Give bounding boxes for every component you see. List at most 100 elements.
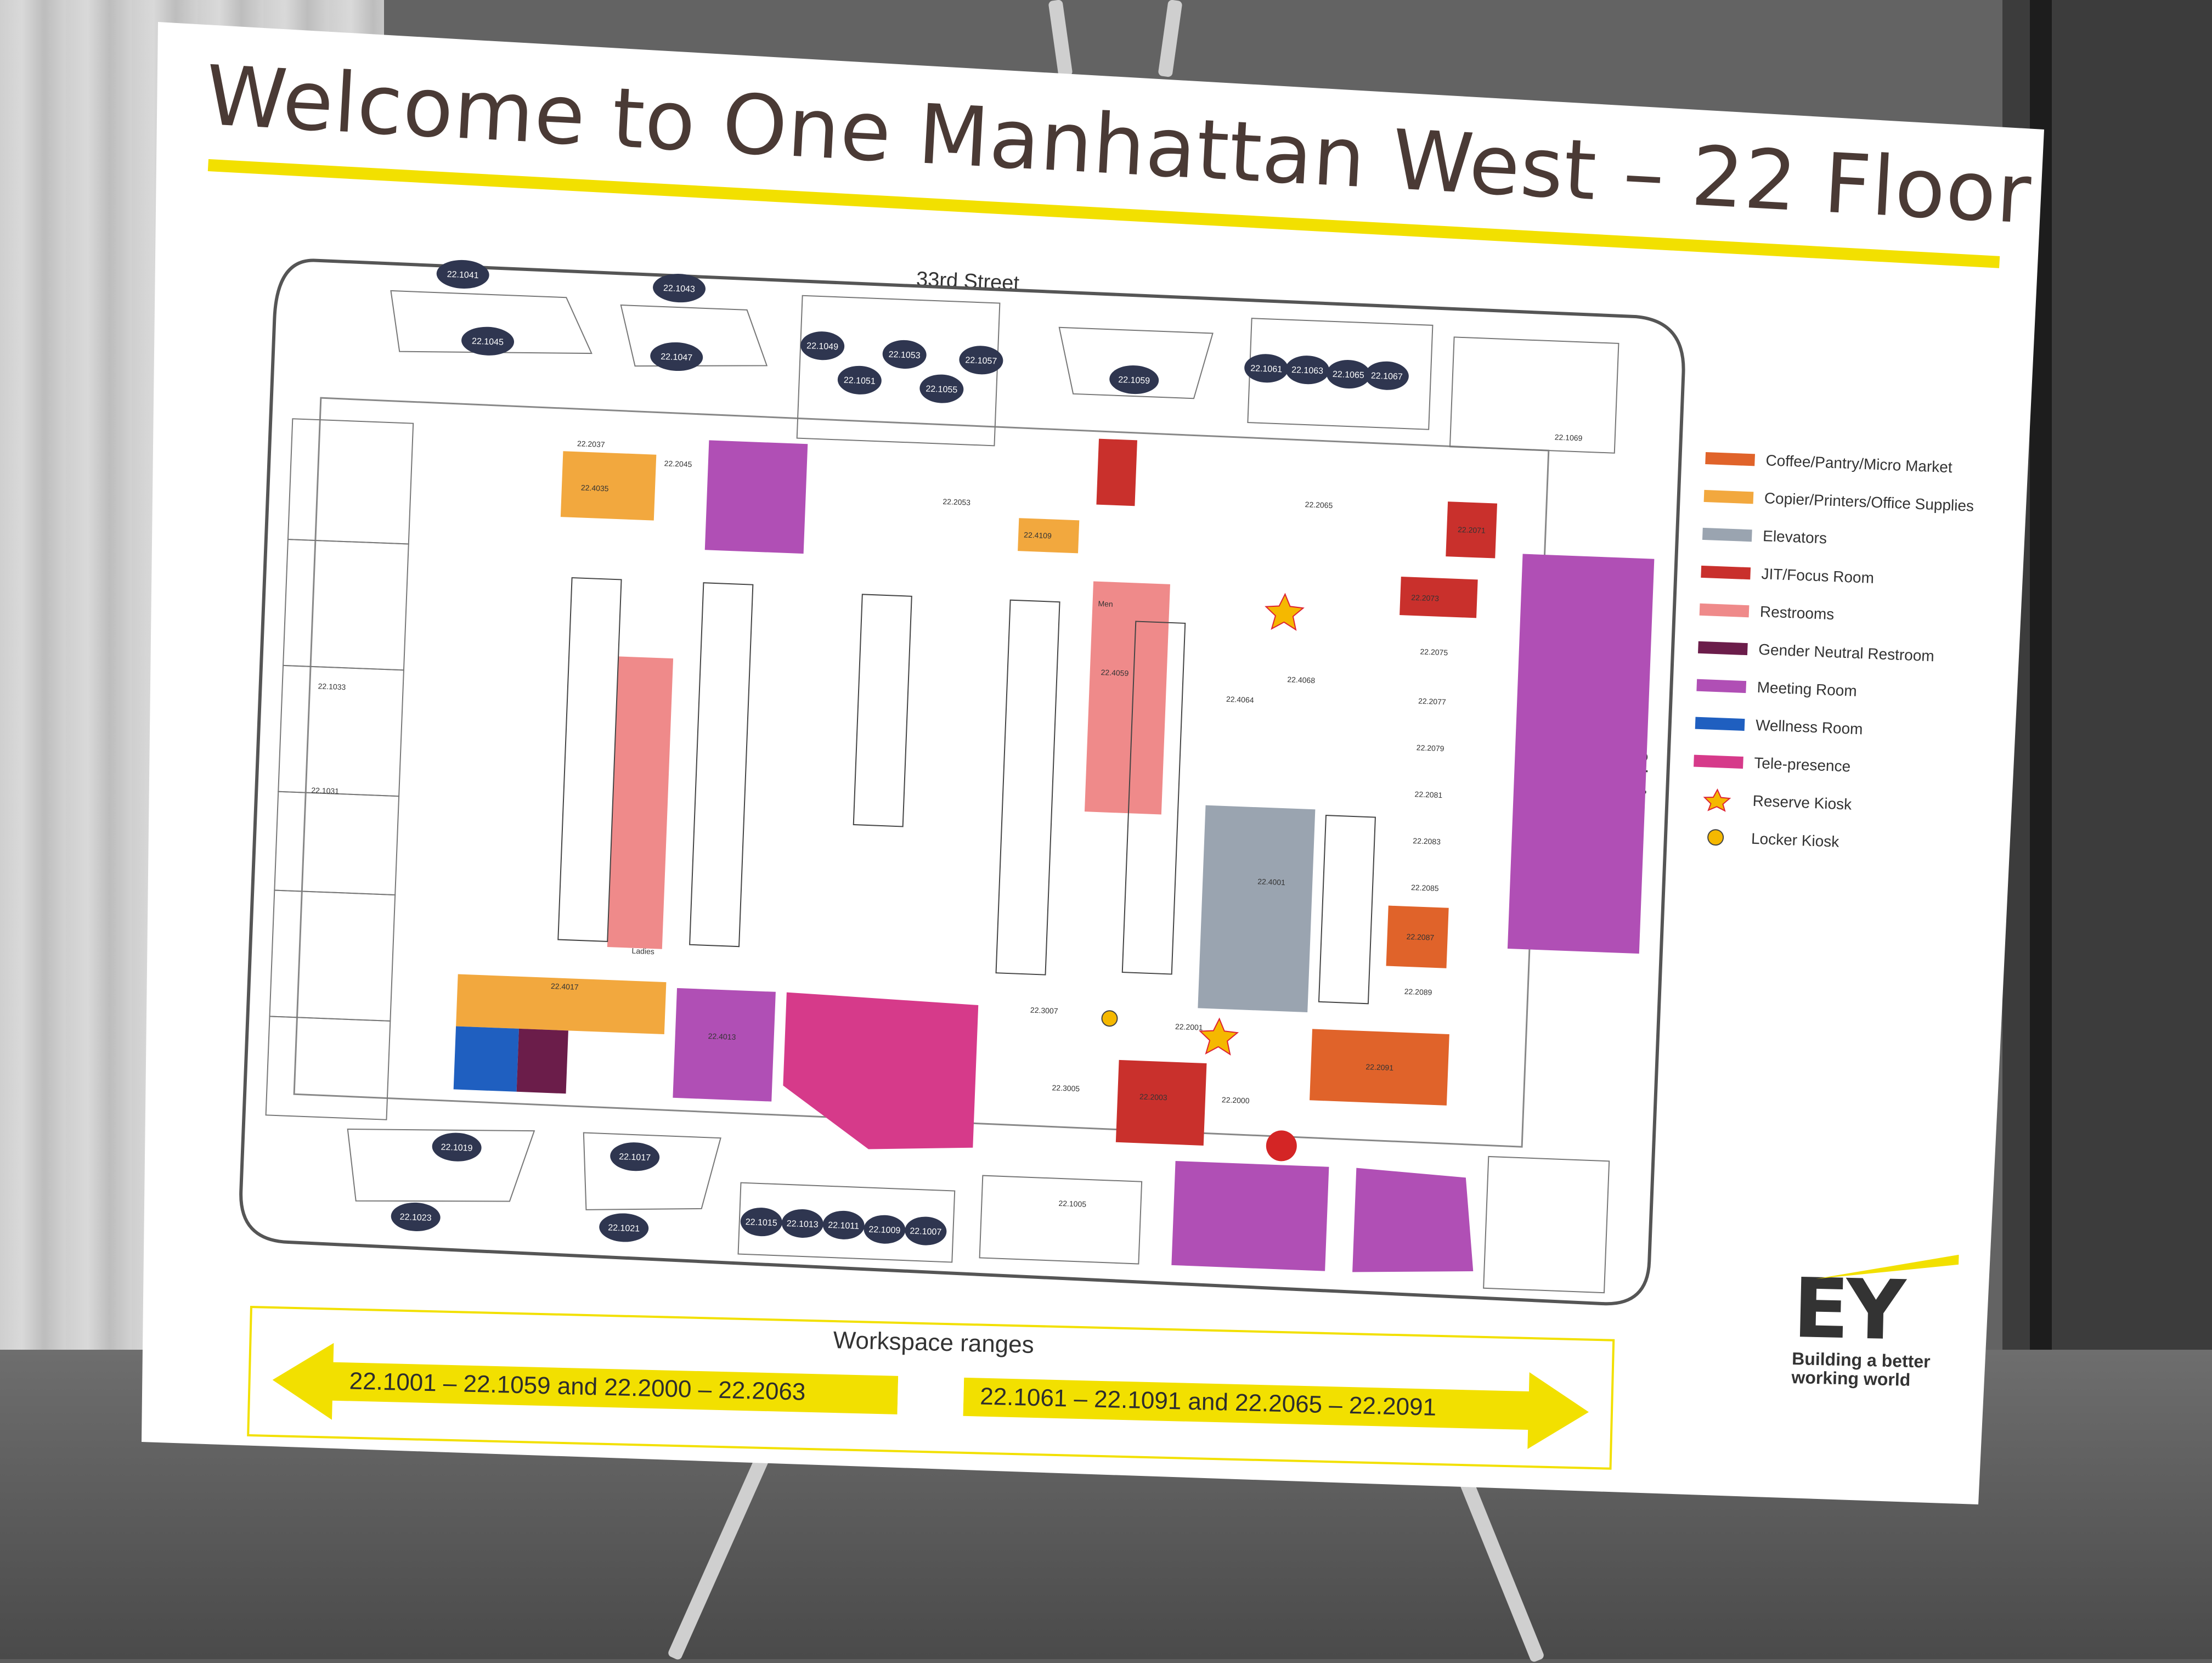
legend: Coffee/Pantry/Micro Market Copier/Printe… bbox=[1690, 439, 1991, 866]
room-label: 22.2085 bbox=[1411, 883, 1439, 893]
room-label: 22.2053 bbox=[943, 497, 970, 507]
room-label: 22.1005 bbox=[1058, 1199, 1086, 1209]
room-label: Ladies bbox=[631, 946, 654, 956]
room-label: 22.4013 bbox=[708, 1031, 736, 1041]
neighborhood-label: 22.1067 bbox=[1371, 371, 1403, 382]
neighborhood-label: 22.1007 bbox=[910, 1227, 942, 1237]
meeting-room bbox=[673, 988, 776, 1102]
neighborhood-label: 22.1019 bbox=[441, 1143, 473, 1153]
you-are-here-dot-icon bbox=[1266, 1130, 1297, 1162]
room-label: 22.2087 bbox=[1406, 932, 1434, 942]
room-label: 22.2083 bbox=[1413, 836, 1441, 846]
room-label: 22.2065 bbox=[1305, 500, 1333, 510]
neighborhood-label: 22.1063 bbox=[1291, 365, 1324, 376]
legend-label: Gender Neutral Restroom bbox=[1758, 640, 1935, 664]
focus-room bbox=[1400, 577, 1478, 618]
room-label: 22.4109 bbox=[1024, 531, 1052, 540]
room-label: 22.2037 bbox=[577, 439, 605, 449]
focus-room bbox=[1446, 501, 1498, 559]
room-label: 22.4035 bbox=[581, 483, 609, 493]
room-label: 22.2073 bbox=[1411, 593, 1439, 603]
room-label: 22.1069 bbox=[1554, 433, 1582, 443]
legend-label: Tele-presence bbox=[1753, 754, 1851, 775]
wellness-room bbox=[453, 1026, 519, 1092]
ey-tagline-2: working world bbox=[1791, 1367, 1911, 1390]
meeting-room bbox=[1171, 1161, 1329, 1271]
room-label: 22.1033 bbox=[318, 681, 346, 691]
pantry bbox=[1386, 905, 1449, 968]
focus-room bbox=[1115, 1059, 1207, 1146]
neighborhood-label: 22.1061 bbox=[1250, 364, 1283, 374]
legend-item: Reserve Kiosk bbox=[1692, 780, 1978, 828]
circle-icon bbox=[1707, 828, 1724, 845]
south-workstations bbox=[347, 1129, 1610, 1294]
neighborhood-label: 22.1041 bbox=[447, 270, 479, 280]
neighborhood-label: 22.1057 bbox=[965, 356, 997, 366]
room-label: 22.2001 bbox=[1175, 1022, 1203, 1032]
legend-swatch bbox=[1705, 452, 1756, 466]
neighborhood-label: 22.1009 bbox=[868, 1225, 901, 1236]
room-label: 22.4064 bbox=[1226, 695, 1254, 704]
workspace-ranges-panel: Workspace ranges 22.1001 – 22.1059 and 2… bbox=[247, 1306, 1615, 1470]
neighborhood-label: 22.1059 bbox=[1118, 375, 1150, 386]
legend-label: Reserve Kiosk bbox=[1752, 792, 1852, 813]
neighborhood-label: 22.1065 bbox=[1333, 370, 1365, 380]
room-label: 22.4017 bbox=[551, 982, 579, 991]
room-label: 22.2091 bbox=[1365, 1062, 1393, 1072]
room-label: 22.1031 bbox=[311, 786, 339, 796]
room-label: 22.3005 bbox=[1052, 1083, 1080, 1093]
restroom bbox=[607, 656, 674, 949]
legend-swatch bbox=[1698, 641, 1748, 655]
legend-label: Locker Kiosk bbox=[1751, 830, 1839, 850]
room-label: 22.2045 bbox=[664, 459, 692, 469]
room-label: 22.3007 bbox=[1030, 1006, 1058, 1016]
neighborhood-label: 22.1049 bbox=[806, 341, 839, 352]
reserve-kiosk-star-icon bbox=[1265, 593, 1305, 631]
meeting-room bbox=[1507, 554, 1655, 954]
room-label: 22.2003 bbox=[1139, 1092, 1167, 1102]
legend-swatch bbox=[1699, 603, 1750, 617]
legend-swatch bbox=[1696, 679, 1747, 693]
legend-label: Restrooms bbox=[1759, 602, 1835, 623]
neighborhood-label: 22.1013 bbox=[786, 1219, 819, 1230]
star-icon bbox=[1703, 788, 1731, 812]
room-label: Men bbox=[1098, 599, 1113, 608]
copier-room bbox=[1018, 518, 1080, 554]
neighborhood-label: 22.1023 bbox=[399, 1213, 432, 1223]
legend-label: Elevators bbox=[1762, 527, 1827, 547]
room-label: 22.2081 bbox=[1414, 790, 1442, 799]
workspace-ranges-title: Workspace ranges bbox=[833, 1326, 1035, 1358]
neighborhood-label: 22.1043 bbox=[663, 284, 696, 294]
room-label: 22.2089 bbox=[1404, 987, 1432, 997]
locker-kiosk-circle-icon bbox=[1101, 1010, 1118, 1027]
gender-neutral-restroom bbox=[516, 1028, 568, 1094]
neighborhood-label: 22.1017 bbox=[619, 1152, 651, 1163]
room-label: 22.2077 bbox=[1418, 696, 1446, 706]
legend-swatch bbox=[1702, 527, 1752, 542]
room-label: 22.4001 bbox=[1257, 877, 1285, 887]
neighborhood-label: 22.1021 bbox=[608, 1223, 640, 1233]
room-label: 22.2000 bbox=[1222, 1095, 1250, 1105]
room-label: 22.4068 bbox=[1287, 675, 1315, 685]
neighborhood-label: 22.1055 bbox=[926, 384, 958, 394]
telepresence-room bbox=[783, 992, 979, 1149]
legend-swatch bbox=[1701, 565, 1751, 579]
room-label: 22.4059 bbox=[1101, 668, 1128, 678]
restroom bbox=[1084, 581, 1170, 815]
ey-beam-icon bbox=[1815, 1254, 1959, 1279]
meeting-room bbox=[1352, 1168, 1474, 1272]
west-rooms bbox=[265, 418, 414, 1120]
legend-swatch bbox=[1695, 717, 1745, 731]
neighborhood-label: 22.1045 bbox=[472, 337, 504, 347]
core-outline bbox=[293, 397, 1550, 1148]
arrow-left-icon bbox=[272, 1343, 899, 1420]
focus-room bbox=[1096, 438, 1137, 506]
elevator-shafts bbox=[557, 577, 1376, 1005]
copier-room bbox=[456, 974, 667, 1035]
neighborhood-label: 22.1051 bbox=[844, 376, 876, 386]
neighborhood-label: 22.1053 bbox=[888, 350, 921, 360]
room-label: 22.2079 bbox=[1417, 743, 1444, 753]
elevator-bank bbox=[1198, 805, 1316, 1013]
